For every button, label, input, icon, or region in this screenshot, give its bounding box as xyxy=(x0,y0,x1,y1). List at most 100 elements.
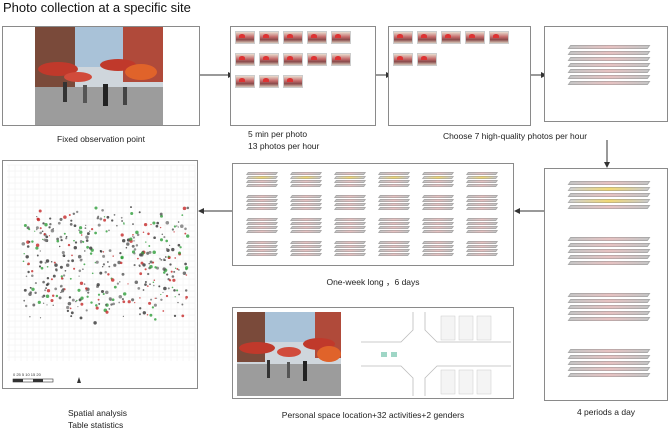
observation-dot xyxy=(103,216,106,218)
observation-dot xyxy=(74,241,78,244)
observation-dot xyxy=(26,245,30,248)
periods-caption: 4 periods a day xyxy=(576,407,636,417)
observation-dot xyxy=(184,289,188,292)
observation-dot xyxy=(94,206,98,210)
observation-dot xyxy=(25,255,29,259)
week-stack xyxy=(333,172,367,190)
observation-dot xyxy=(174,257,177,259)
observation-dot xyxy=(119,261,123,265)
observation-dot xyxy=(82,268,84,270)
observation-dot xyxy=(111,219,114,222)
spatial-scatter: 0 25 5 10 15 20 xyxy=(7,164,196,383)
observation-dot xyxy=(40,266,44,270)
observation-dot xyxy=(72,212,76,216)
observation-dot xyxy=(108,297,112,301)
observation-dot xyxy=(159,226,162,229)
observation-dot xyxy=(138,211,141,214)
observation-dot xyxy=(36,254,39,257)
week-stack xyxy=(421,241,455,259)
week-stack xyxy=(377,218,411,236)
observation-dot xyxy=(42,238,44,241)
observation-dot xyxy=(83,263,86,266)
observation-dot xyxy=(151,306,155,309)
observation-dot xyxy=(119,251,122,255)
observation-dot xyxy=(75,300,77,303)
observation-dot xyxy=(60,277,64,280)
week-stack xyxy=(465,195,499,213)
observation-dot xyxy=(67,243,71,247)
observation-dot xyxy=(44,261,47,264)
observation-dot xyxy=(27,262,30,266)
observation-dot xyxy=(73,239,75,242)
observation-dot xyxy=(95,260,99,264)
observation-dot xyxy=(162,310,165,312)
personal-space-photo xyxy=(237,312,341,396)
observation-dot xyxy=(146,313,149,316)
observation-dot xyxy=(123,223,125,225)
observation-dot xyxy=(132,235,134,237)
observation-dot xyxy=(101,208,104,212)
observation-dot xyxy=(159,238,164,242)
scale-bar-label: 0 25 5 10 15 20 xyxy=(13,372,42,377)
observation-dot xyxy=(150,298,153,301)
observation-dot xyxy=(41,295,45,299)
arrow-5-icon xyxy=(514,208,544,214)
observation-dot xyxy=(122,239,126,243)
observation-dot xyxy=(65,237,68,240)
observation-dot xyxy=(182,271,187,275)
periods-panel xyxy=(544,168,668,401)
observation-dot xyxy=(46,304,48,306)
observation-dot xyxy=(59,217,63,221)
observation-dot xyxy=(153,284,155,287)
arrow-6-icon xyxy=(198,208,232,214)
observation-dot xyxy=(79,230,83,234)
observation-dot xyxy=(95,306,99,310)
observation-dot xyxy=(79,281,84,285)
observation-dot xyxy=(111,298,115,302)
observation-dot xyxy=(71,298,75,302)
observation-dot xyxy=(184,227,187,231)
observation-dot xyxy=(113,285,117,289)
observation-dot xyxy=(84,227,87,229)
observation-dot xyxy=(78,229,80,231)
observation-dot xyxy=(48,226,51,229)
observation-dot xyxy=(85,239,89,242)
observation-dot xyxy=(170,270,173,273)
observation-dot xyxy=(61,251,65,255)
observation-dot xyxy=(54,268,58,271)
observation-dot xyxy=(164,256,167,258)
observation-dot xyxy=(87,291,90,294)
observation-dot xyxy=(43,233,46,236)
observation-dot xyxy=(179,246,182,249)
observation-dot xyxy=(134,280,139,285)
observation-dot xyxy=(45,235,49,239)
observation-dot xyxy=(176,289,179,292)
observation-dot xyxy=(185,298,187,300)
observation-dot xyxy=(159,212,163,216)
week-stack xyxy=(289,241,323,259)
page-title: Photo collection at a specific site xyxy=(3,0,191,15)
per-photo-caption-2: 13 photos per hour xyxy=(248,141,320,151)
observation-dot xyxy=(185,274,188,276)
observation-dot xyxy=(168,279,172,282)
observation-dot xyxy=(149,313,153,317)
observation-dot xyxy=(28,228,31,231)
observation-dot xyxy=(70,315,73,318)
observation-dot xyxy=(144,268,147,271)
observation-dot xyxy=(139,313,141,316)
observation-dot xyxy=(108,229,110,232)
observation-dot xyxy=(130,211,134,216)
observation-dot xyxy=(110,278,115,282)
observation-dot xyxy=(29,316,31,318)
observation-dot xyxy=(134,301,136,304)
week-stack xyxy=(421,172,455,190)
observation-dot xyxy=(59,265,63,269)
observation-dot xyxy=(71,254,73,257)
observation-dot xyxy=(48,235,51,237)
observation-dot xyxy=(161,233,164,236)
per-photo-caption-1: 5 min per photo xyxy=(248,129,308,139)
site-plan xyxy=(361,312,511,396)
observation-dot xyxy=(154,318,157,321)
observation-dot xyxy=(153,236,156,240)
observation-dot xyxy=(140,253,144,257)
